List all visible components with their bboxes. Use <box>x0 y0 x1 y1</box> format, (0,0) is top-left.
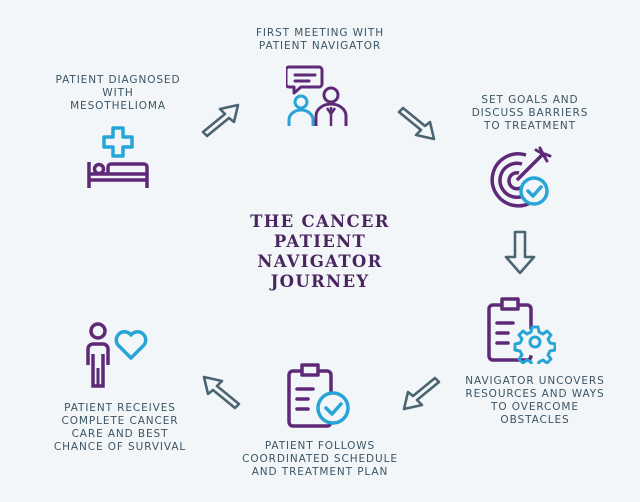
arrow-icon-to-first-meeting <box>201 103 240 138</box>
step-label-uncovers-resources: NAVIGATOR UNCOVERS RESOURCES AND WAYS TO… <box>465 375 605 426</box>
clipboard-gear-icon <box>487 297 556 364</box>
step-label-follows-schedule: PATIENT FOLLOWS COORDINATED SCHEDULE AND… <box>242 440 398 478</box>
arrow-icon-to-receives-care <box>202 375 241 410</box>
step-label-receives-care: PATIENT RECEIVES COMPLETE CANCER CARE AN… <box>53 402 187 453</box>
step-label-first-meeting: FIRST MEETING WITH PATIENT NAVIGATOR <box>255 27 384 52</box>
diagram-title: THE CANCER PATIENT NAVIGATOR JOURNEY <box>250 212 390 291</box>
step-label-diagnosed: PATIENT DIAGNOSED WITH MESOTHELIOMA <box>55 74 181 112</box>
arrow-icon-to-uncovers-resources <box>504 230 536 275</box>
navigator-meeting-icon <box>286 65 348 126</box>
clipboard-check-icon <box>287 363 350 428</box>
arrow-icon-to-set-goals <box>397 106 436 141</box>
target-goals-icon <box>490 146 552 208</box>
arrow-icon-to-follows-schedule <box>402 376 441 411</box>
step-label-set-goals: SET GOALS AND DISCUSS BARRIERS TO TREATM… <box>471 94 589 132</box>
person-heart-icon <box>86 322 148 388</box>
hospital-bed-icon <box>87 126 149 188</box>
